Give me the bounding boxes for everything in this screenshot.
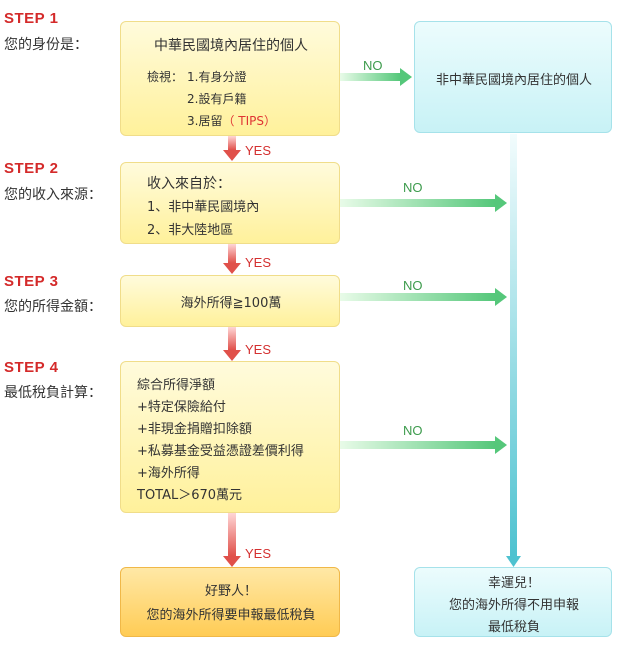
income-amount-text: 海外所得≧100萬 xyxy=(180,296,282,311)
no-label-4: NO xyxy=(403,423,423,438)
yes-label-3: YES xyxy=(245,342,272,357)
no-arrow-4 xyxy=(340,436,507,454)
step-4-title: STEP 4 xyxy=(4,359,59,376)
no-arrow-2 xyxy=(340,194,507,212)
minimum-tax-line-5: +海外所得 xyxy=(137,466,200,481)
step-2-subtitle: 您的收入來源： xyxy=(4,187,102,203)
yes-arrow-2 xyxy=(223,244,241,274)
yes-label-4: YES xyxy=(245,546,272,561)
income-source-box: 收入來自於： 1、非中華民國境內 2、非大陸地區 xyxy=(120,162,340,244)
no-arrow-1 xyxy=(340,68,412,86)
yes-arrow-3 xyxy=(223,327,241,361)
result-report-line-2: 您的海外所得要申報最低稅負 xyxy=(146,608,316,623)
tips-link[interactable]: （ TIPS） xyxy=(222,114,276,128)
result-exempt-line-1: 幸運兒！ xyxy=(487,576,540,591)
result-report-line-1: 好野人！ xyxy=(204,584,257,599)
step-1-subtitle: 您的身份是： xyxy=(4,37,88,53)
no-label-1: NO xyxy=(363,58,383,73)
result-exempt-line-3: 最低稅負 xyxy=(487,620,540,635)
step-4-subtitle: 最低稅負計算： xyxy=(4,385,102,401)
step-1-title: STEP 1 xyxy=(4,10,59,27)
income-source-line-1: 收入來自於： xyxy=(147,176,231,192)
minimum-tax-box: 綜合所得淨額 +特定保險給付 +非現金捐贈扣除額 +私募基金受益憑證差價利得 +… xyxy=(120,361,340,513)
income-source-line-3: 2、非大陸地區 xyxy=(147,223,234,238)
yes-arrow-1 xyxy=(223,136,241,161)
identity-box: 中華民國境內居住的個人 檢視： 1.有身分證 2.設有戶籍 3.居留（ TIPS… xyxy=(120,21,340,136)
yes-arrow-4 xyxy=(223,513,241,567)
identity-item-3-text: 3.居留 xyxy=(187,114,223,128)
identity-item-2: 2.設有戶籍 xyxy=(187,92,247,106)
result-exempt-line-2: 您的海外所得不用申報 xyxy=(448,598,579,613)
no-arrow-3 xyxy=(340,288,507,306)
minimum-tax-line-1: 綜合所得淨額 xyxy=(137,378,216,393)
minimum-tax-line-2: +特定保險給付 xyxy=(137,400,226,415)
identity-item-1: 1.有身分證 xyxy=(187,70,247,84)
minimum-tax-line-3: +非現金捐贈扣除額 xyxy=(137,422,252,437)
identity-item-3: 3.居留（ TIPS） xyxy=(187,112,276,129)
no-label-2: NO xyxy=(403,180,423,195)
no-label-3: NO xyxy=(403,278,423,293)
income-amount-box: 海外所得≧100萬 xyxy=(120,275,340,327)
non-resident-text: 非中華民國境內居住的個人 xyxy=(435,73,592,88)
step-3-subtitle: 您的所得金額： xyxy=(4,299,102,315)
income-source-line-2: 1、非中華民國境內 xyxy=(147,200,260,215)
minimum-tax-line-4: +私募基金受益憑證差價利得 xyxy=(137,444,304,459)
step-3-title: STEP 3 xyxy=(4,273,59,290)
minimum-tax-line-6: TOTAL＞670萬元 xyxy=(137,488,243,503)
step-2-title: STEP 2 xyxy=(4,160,59,177)
identity-check-label: 檢視： xyxy=(147,70,184,84)
non-resident-box: 非中華民國境內居住的個人 xyxy=(414,21,612,133)
result-exempt-box: 幸運兒！ 您的海外所得不用申報 最低稅負 xyxy=(414,567,612,637)
identity-box-title: 中華民國境內居住的個人 xyxy=(154,38,308,54)
result-report-box: 好野人！ 您的海外所得要申報最低稅負 xyxy=(120,567,340,637)
cyan-arrow-down xyxy=(506,134,521,567)
yes-label-1: YES xyxy=(245,143,272,158)
yes-label-2: YES xyxy=(245,255,272,270)
